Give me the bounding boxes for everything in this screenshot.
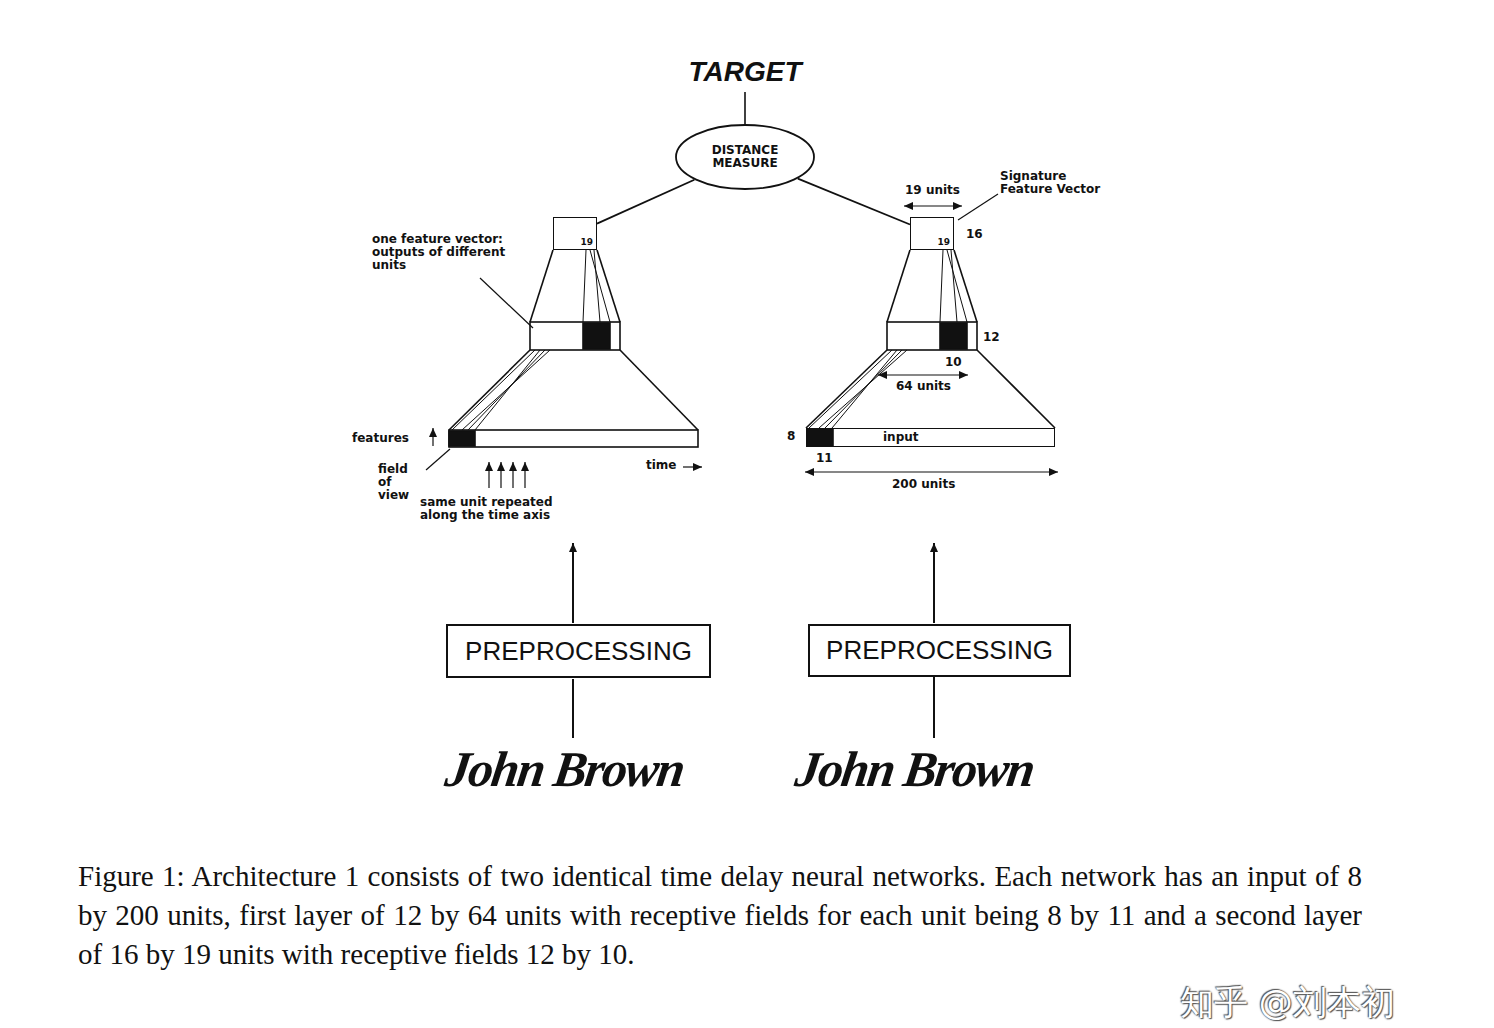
process-box: PREPROCESSING [808,624,1071,677]
dimension-label: 16 [966,228,983,241]
dimension-label: 11 [816,452,833,465]
dimension-label: 10 [945,356,962,369]
dimension-label: 8 [787,430,795,443]
dimension-label: 200 units [892,478,955,491]
dimension-label: 64 units [896,380,951,393]
distance-ellipse: DISTANCE MEASURE [675,124,815,190]
ellipse-outline [676,125,814,189]
node-text: 19 [937,238,950,248]
node-text: PREPROCESSING [826,636,1053,665]
target-label: TARGET [688,56,801,88]
connector-line [597,180,694,224]
callout-note: one feature vector: outputs of different… [372,233,512,273]
signature-sample: John Brown [442,740,687,798]
axis-label: time [646,459,677,472]
callout-note: Signature Feature Vector [1000,170,1120,196]
input-band: input [806,428,1055,447]
callout-note: field of view [378,463,424,503]
node-text: DISTANCE MEASURE [693,144,797,170]
node-text: 19 [580,238,593,248]
node-text: PREPROCESSING [465,637,692,666]
feature-vector-box: 19 [553,217,597,250]
dimension-label: 19 units [905,184,960,197]
callout-note: same unit repeated along the time axis [420,496,570,522]
figure-caption: Figure 1: Architecture 1 consists of two… [78,857,1362,974]
dimension-label: 12 [983,331,1000,344]
feature-vector-box: 19 [910,217,954,250]
connector-line [798,179,910,225]
axis-label: features [352,432,409,445]
process-box: PREPROCESSING [446,624,711,678]
signature-sample: John Brown [792,740,1037,798]
watermark: 知乎 @刘本初 [1180,980,1395,1026]
node-text: input [883,431,919,444]
